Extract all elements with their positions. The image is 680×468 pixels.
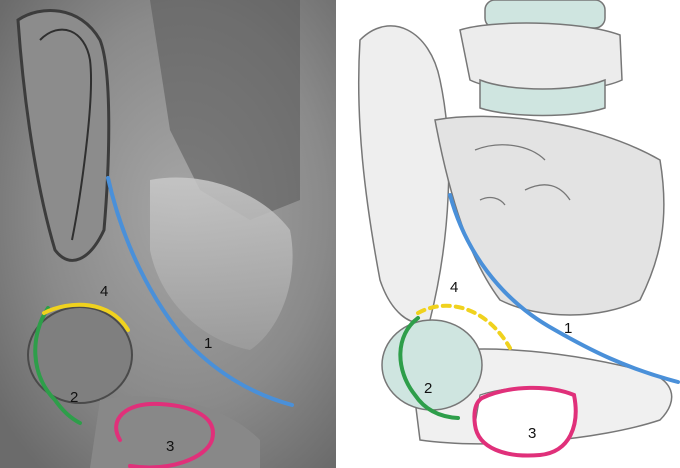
illustration-panel: 4 1 2 3 xyxy=(340,0,680,468)
illustration-label-1: 1 xyxy=(564,320,572,337)
illustration-label-4: 4 xyxy=(450,279,458,296)
illustration-label-2: 2 xyxy=(424,380,432,397)
xray-label-4: 4 xyxy=(100,283,108,300)
illustration-canvas: 4 1 2 3 xyxy=(340,0,680,468)
illustration-label-3: 3 xyxy=(528,425,536,442)
xray-canvas: 4 1 2 3 xyxy=(0,0,336,468)
xray-label-2: 2 xyxy=(70,389,78,406)
xray-label-3: 3 xyxy=(166,438,174,455)
xray-label-1: 1 xyxy=(204,335,212,352)
xray-panel: 4 1 2 3 xyxy=(0,0,336,468)
